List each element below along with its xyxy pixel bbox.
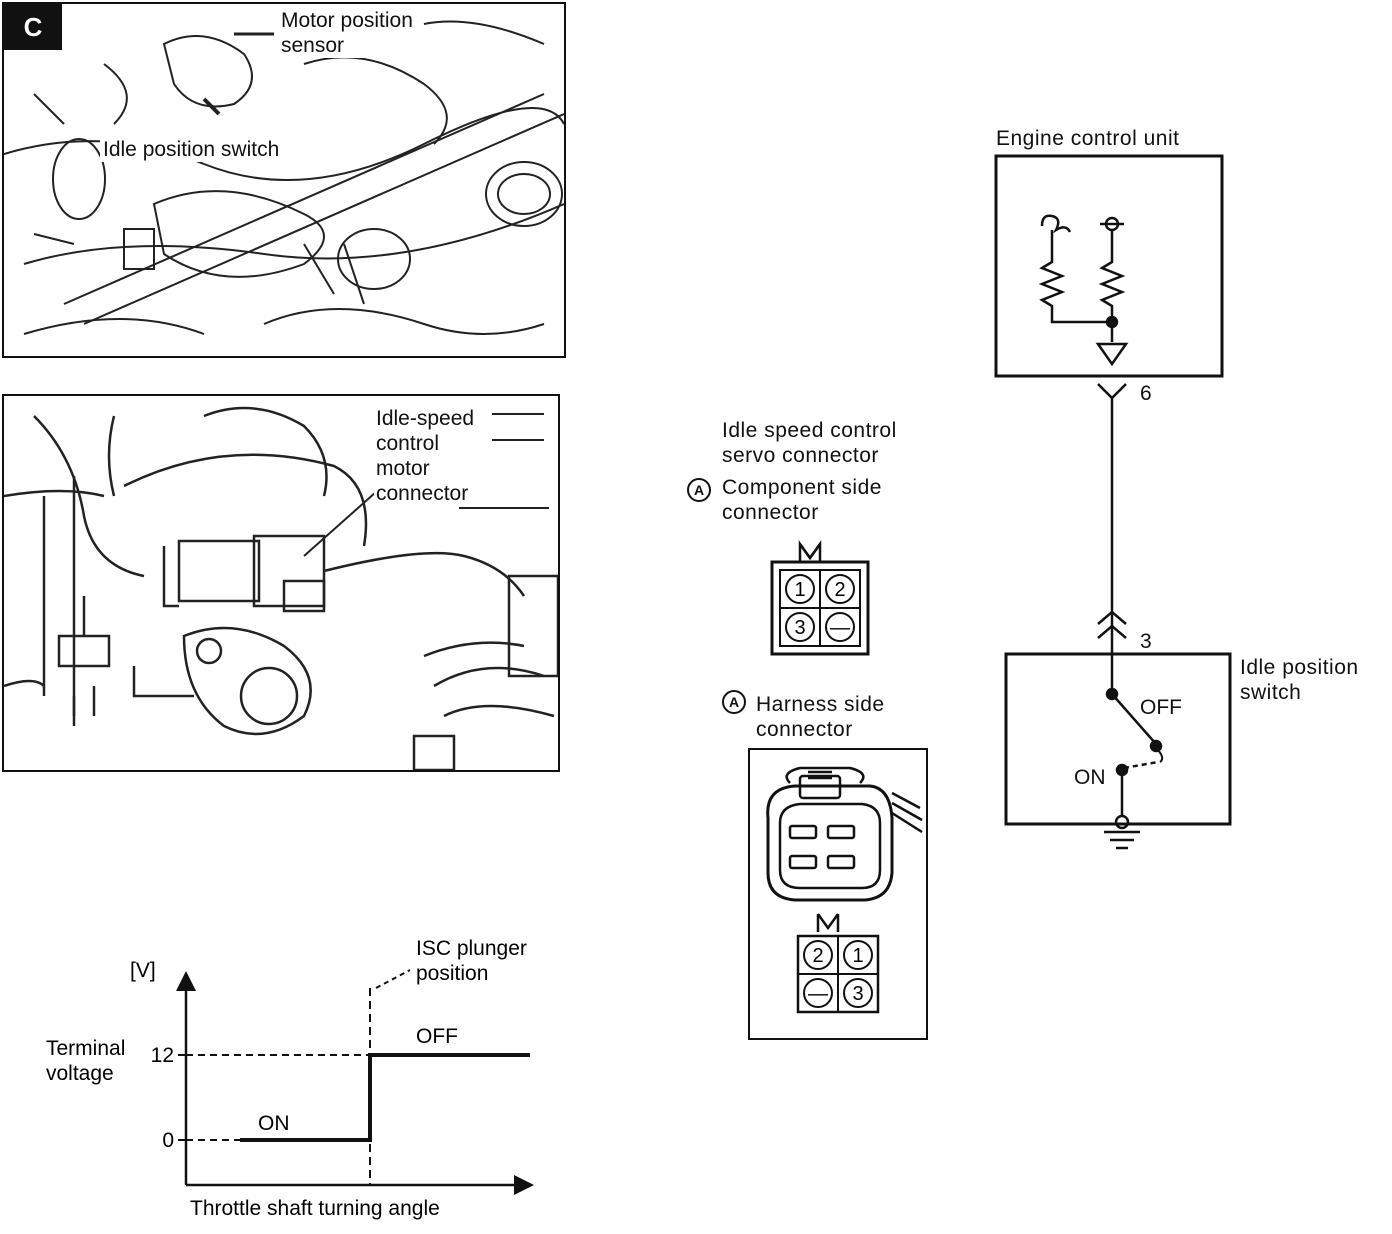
figure-badge: C [4, 4, 62, 50]
component-side-connector: 1 2 3 — [770, 540, 870, 656]
state-label-off: OFF [416, 1025, 458, 1048]
y-tick-label-0: 0 [162, 1129, 174, 1152]
harness-pin-blank: — [808, 983, 828, 1005]
circuit-schematic: 6 3 OFF ON [994, 154, 1232, 850]
component-pin-3: 3 [794, 617, 805, 639]
ecu-label: Engine control unit [996, 127, 1180, 150]
harness-pin-1: 1 [852, 945, 863, 967]
switch-pin-number: 3 [1140, 630, 1152, 653]
y-axis-label-line2: voltage [46, 1062, 114, 1085]
y-axis-label-line1: Terminal [46, 1037, 125, 1060]
isc-servo-connector-title: Idle speed control servo connector [722, 419, 897, 467]
harness-side-connector: 2 1 — 3 [796, 913, 880, 1014]
marker-label-line2: position [416, 962, 488, 985]
idle-position-switch-label: Idle position switch [100, 137, 283, 162]
isc-motor-illustration [4, 406, 558, 770]
component-pin-blank: — [830, 617, 850, 639]
idle-position-switch-circuit-label: Idle position switch [1240, 656, 1359, 704]
ecu-pin-number: 6 [1140, 382, 1152, 405]
off-contact-label: OFF [1140, 696, 1182, 719]
harness-connector-plug [766, 766, 923, 902]
component-pin-1: 1 [794, 579, 805, 601]
harness-connector-panel [748, 748, 928, 1040]
switch-box [1004, 652, 1232, 826]
component-side-connector-label: Component side connector [722, 476, 882, 524]
y-unit-label: [V] [130, 959, 156, 982]
ecu-junction-dot [1105, 315, 1119, 329]
ground-terminal [1114, 814, 1130, 830]
on-contact-label: ON [1074, 766, 1106, 789]
motor-position-sensor-label: Motor position sensor [278, 8, 416, 58]
x-axis-label: Throttle shaft turning angle [190, 1197, 440, 1220]
switch-arm [1111, 693, 1157, 745]
harness-side-marker-icon: A [722, 690, 746, 714]
isc-motor-connector-label: Idle-speed control motor connector [374, 406, 477, 506]
y-tick-label-1: 12 [151, 1044, 174, 1067]
harness-pin-3: 3 [852, 983, 863, 1005]
isc-motor-photo: Idle-speed control motor connector [2, 394, 560, 772]
component-pin-2: 2 [834, 579, 845, 601]
state-label-on: ON [258, 1112, 290, 1135]
ecu-box [994, 154, 1224, 378]
harness-side-connector-label: Harness side connector [756, 693, 885, 741]
voltage-series-line [240, 1053, 530, 1142]
marker-leader [375, 969, 411, 989]
harness-pin-2: 2 [812, 945, 823, 967]
engine-bay-photo: C Motor position sensor Idle position sw… [2, 2, 566, 358]
component-side-marker-icon: A [687, 478, 711, 502]
ecu-ground-triangle [1095, 342, 1129, 367]
terminal-voltage-chart: [V] Terminal voltage Throttle shaft turn… [46, 937, 534, 1220]
marker-label-line1: ISC plunger [416, 937, 527, 960]
